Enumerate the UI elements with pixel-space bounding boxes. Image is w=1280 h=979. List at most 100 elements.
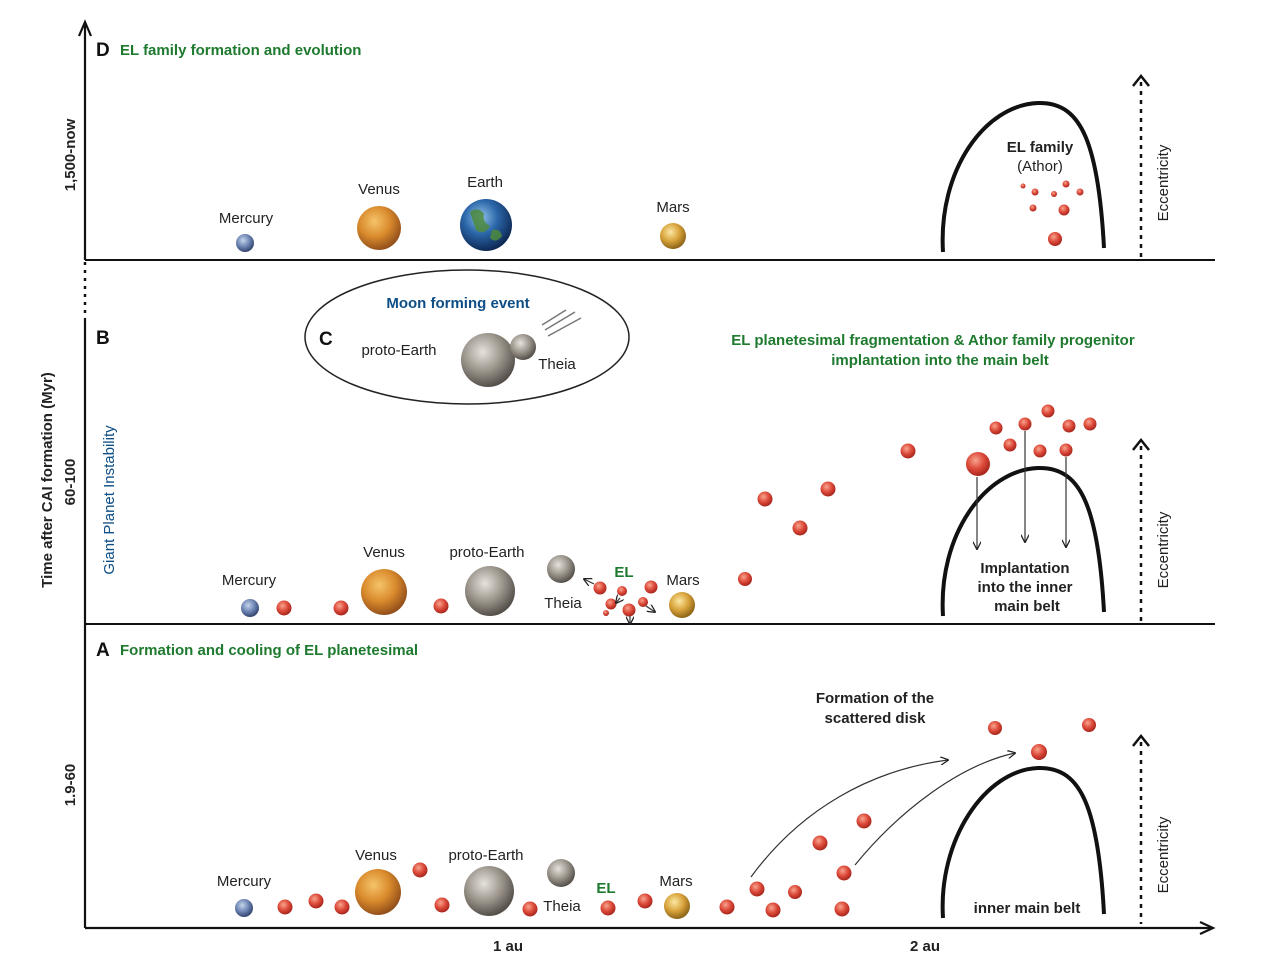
planetesimal: [1003, 438, 1017, 452]
planetesimal: [603, 610, 609, 616]
planetesimal: [637, 893, 653, 909]
venus-planet: [355, 869, 401, 915]
family-members: [1020, 180, 1084, 246]
mercury-planet: [236, 234, 254, 252]
family-fragment: [1076, 188, 1084, 196]
implantation-line1: Implantation: [980, 560, 1069, 577]
planetesimal: [836, 865, 852, 881]
family-sublabel: (Athor): [1017, 158, 1063, 175]
planetesimal: [1059, 443, 1073, 457]
eccentricity-arrow-D: [1132, 73, 1150, 87]
planetesimal: [333, 600, 349, 616]
family-fragment: [1058, 204, 1070, 216]
planetesimal: [434, 897, 450, 913]
scattered-disk-line2: scattered disk: [825, 710, 927, 727]
planetesimal: [277, 899, 293, 915]
planetesimal: [334, 899, 350, 915]
planetesimals-B: [276, 404, 1097, 617]
implantation-arrows: [977, 431, 1066, 549]
mars-label: Mars: [659, 873, 692, 890]
y-axis-arrow: [77, 19, 93, 37]
mars-planet: [660, 223, 686, 249]
planetesimal: [812, 835, 828, 851]
panel-D-time: 1,500-now: [62, 118, 79, 191]
axes: [77, 19, 1216, 935]
el-label: EL: [596, 880, 615, 897]
planetesimal: [1041, 404, 1055, 418]
implantation-line3: main belt: [994, 598, 1060, 615]
mars-planet: [664, 893, 690, 919]
planetesimal: [1083, 417, 1097, 431]
panel-D: D EL family formation and evolution 1,50…: [62, 40, 1172, 258]
panel-letter-D: D: [96, 40, 110, 61]
planetesimal: [1062, 419, 1076, 433]
family-fragment: [1020, 183, 1026, 189]
earth-label: Earth: [467, 174, 503, 191]
panel-A: A Formation and cooling of EL planetesim…: [62, 640, 1172, 924]
moon-event-title: Moon forming event: [386, 295, 529, 312]
el-planetesimal: [600, 900, 616, 916]
eccentricity-arrow-A: [1132, 733, 1150, 747]
eccentricity-label-A: Eccentricity: [1155, 816, 1172, 893]
planetesimal: [638, 597, 648, 607]
theia-planet: [547, 555, 575, 583]
family-fragment: [1062, 180, 1070, 188]
family-fragment: [1048, 232, 1062, 246]
fragment-arrow: [584, 579, 595, 584]
theia-label: Theia: [543, 898, 581, 915]
moon-event-inset: [304, 269, 630, 405]
theia-label-C: Theia: [538, 356, 576, 373]
theia-planet-C: [510, 334, 536, 360]
venus-label: Venus: [363, 544, 405, 561]
planetesimal: [1018, 417, 1032, 431]
mercury-label: Mercury: [217, 873, 272, 890]
panel-letter-B: B: [96, 328, 110, 349]
panel-B-title-line1: EL planetesimal fragmentation & Athor fa…: [731, 332, 1135, 349]
venus-label: Venus: [355, 847, 397, 864]
scatter-arrow-1: [750, 760, 948, 878]
el-label: EL: [614, 564, 633, 581]
planetesimal: [988, 721, 1002, 735]
panel-B-title-line2: implantation into the main belt: [831, 352, 1049, 369]
instability-label: Giant Planet Instability: [101, 425, 118, 575]
planetesimal: [622, 603, 636, 617]
impact-lines: [541, 309, 582, 337]
planetesimal: [792, 520, 808, 536]
panel-D-title: EL family formation and evolution: [120, 42, 361, 59]
planetesimal: [738, 572, 752, 586]
mercury-label: Mercury: [219, 210, 274, 227]
inner-main-belt-label: inner main belt: [974, 900, 1081, 917]
planetesimal: [719, 899, 735, 915]
panel-A-title: Formation and cooling of EL planetesimal: [120, 642, 418, 659]
family-fragment: [1029, 204, 1037, 212]
proto-earth-label-C: proto-Earth: [361, 342, 436, 359]
planetesimal: [749, 881, 765, 897]
planetesimal: [1082, 718, 1096, 732]
planetesimal: [1033, 444, 1047, 458]
family-envelope: [940, 100, 1106, 253]
planetesimal: [308, 893, 324, 909]
proto-earth-label: proto-Earth: [449, 544, 524, 561]
family-label: EL family: [1007, 139, 1074, 156]
earth-continents: [470, 209, 502, 241]
venus-planet: [361, 569, 407, 615]
fragment-arrow: [616, 598, 620, 603]
x-tick-2au: 2 au: [910, 938, 940, 955]
mercury-planet: [235, 899, 253, 917]
proto-earth-label: proto-Earth: [448, 847, 523, 864]
x-axis-arrow: [1199, 921, 1216, 935]
planetesimal: [788, 885, 802, 899]
family-fragment: [1051, 191, 1057, 197]
mars-label: Mars: [666, 572, 699, 589]
panel-letter-A: A: [96, 640, 110, 661]
proto-earth-planet: [465, 566, 515, 616]
impact-line: [541, 309, 567, 326]
planetesimal: [856, 813, 872, 829]
venus-label: Venus: [358, 181, 400, 198]
panel-B: B 60-100 Giant Planet Instability EL pla…: [62, 328, 1172, 624]
fragment-arrows: [584, 579, 655, 624]
y-axis-label: Time after CAI formation (Myr): [39, 372, 56, 588]
impact-line: [547, 317, 582, 337]
planetesimal: [644, 580, 658, 594]
